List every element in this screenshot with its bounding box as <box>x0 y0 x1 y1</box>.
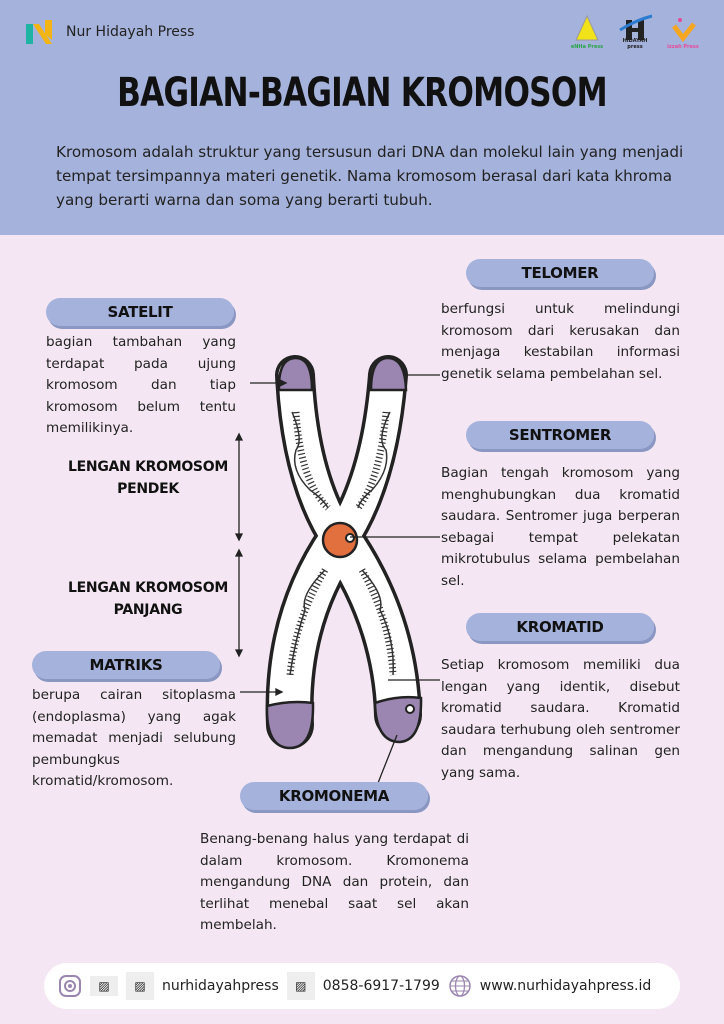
header: Nur Hidayah Press eNHa Press HIDAYAH pre… <box>0 0 724 235</box>
telomere-tips <box>265 356 423 750</box>
globe-icon <box>448 974 472 998</box>
facebook-icon[interactable]: ▨ <box>126 972 154 1000</box>
short-arm-label: LENGAN KROMOSOM PENDEK <box>68 459 228 497</box>
satelit-text: bagian tambahan yang terdapat pada ujung… <box>46 334 236 437</box>
page-title: BAGIAN-BAGIAN KROMOSOM <box>117 70 608 116</box>
intro-text: Kromosom adalah struktur yang tersusun d… <box>56 143 684 209</box>
brand: Nur Hidayah Press <box>24 18 194 46</box>
matriks-text: berupa cairan sitoplasma (endoplasma) ya… <box>32 687 236 790</box>
chromosome <box>265 355 423 750</box>
phone-number[interactable]: 0858-6917-1799 <box>322 978 440 994</box>
telomer-text: berfungsi untuk melindungi kromosom dari… <box>441 301 680 382</box>
label-kromatid: KROMATID <box>466 613 654 641</box>
label-satelit: SATELIT <box>46 298 234 326</box>
kromonema-text: Benang-benang halus yang terdapat di dal… <box>200 831 469 934</box>
brand-logo-icon <box>26 20 52 44</box>
sentromer-text: Bagian tengah kromosom yang menghubungka… <box>441 465 680 589</box>
kromatid-text: Setiap kromosom memiliki dua lengan yang… <box>441 657 680 781</box>
instagram-icon[interactable] <box>58 974 82 998</box>
whatsapp-icon[interactable]: ▨ <box>286 972 315 1000</box>
pointer-lines <box>234 374 440 784</box>
brand-name: Nur Hidayah Press <box>66 24 195 40</box>
dna-backbones <box>289 411 394 676</box>
label-telomer: TELOMER <box>466 259 654 287</box>
website-link[interactable]: www.nurhidayahpress.id <box>479 978 652 994</box>
izzah-press-logo: izzah Press <box>664 14 702 50</box>
label-matriks: MATRIKS <box>32 651 220 679</box>
centromere <box>321 521 359 559</box>
footer-contact: ▨ ▨ nurhidayahpress ▨ 0858-6917-1799 www… <box>44 963 680 1009</box>
long-arm-label: LENGAN KROMOSOM PANJANG <box>68 580 228 618</box>
enha-press-logo: eNHa Press <box>568 14 606 50</box>
publisher-logos: eNHa Press HIDAYAH press izzah Press <box>568 14 702 50</box>
hidayah-press-logo: HIDAYAH press <box>616 14 654 50</box>
social-handle[interactable]: nurhidayahpress <box>162 978 279 994</box>
tiktok-icon[interactable]: ▨ <box>90 976 118 996</box>
label-kromonema: KROMONEMA <box>240 782 428 810</box>
label-sentromer: SENTROMER <box>466 421 654 449</box>
